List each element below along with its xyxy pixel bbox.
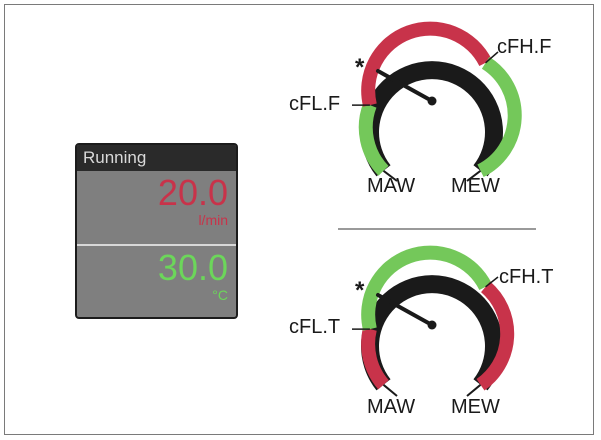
temp-right-leg (466, 384, 482, 397)
flow-unit: l/min (198, 212, 228, 228)
flow-needle (376, 69, 434, 103)
panel-divider (77, 244, 236, 246)
flow-low-label: cFL.F (289, 93, 341, 115)
flow-maw-label: MAW (367, 175, 416, 197)
status-header: Running (77, 145, 236, 171)
temp-high-tick (485, 276, 499, 288)
flow-gauge-high-band (477, 56, 522, 178)
flow-mew-label: MEW (451, 175, 500, 197)
temp-gauge-low-band (361, 327, 389, 390)
flow-left-leg (382, 170, 398, 182)
temp-low-label: cFL.T (289, 316, 341, 338)
flow-gauge-middle-band (361, 21, 492, 107)
temperature-unit: °C (212, 287, 228, 303)
temp-mew-label: MEW (451, 396, 500, 418)
flow-high-tick (485, 51, 499, 64)
flow-needle-hub (427, 96, 437, 106)
flow-high-label: cFH.F (497, 36, 552, 58)
temp-left-leg (382, 384, 398, 397)
flow-value: 20.0 (157, 172, 228, 213)
temp-needle-hub (427, 320, 437, 330)
temp-maw-label: MAW (367, 396, 416, 418)
flow-reading: 20.0 l/min (77, 171, 236, 244)
flow-marker: * (355, 54, 365, 81)
temp-needle (376, 293, 434, 327)
temperature-value: 30.0 (157, 247, 228, 288)
flow-right-leg (466, 170, 482, 182)
gauge-separator (338, 228, 536, 230)
temp-high-label: cFH.T (499, 266, 554, 288)
temp-gauge-high-band (476, 281, 515, 391)
temperature-reading: 30.0 °C (77, 246, 236, 317)
status-panel: Running 20.0 l/min 30.0 °C (75, 143, 238, 319)
temp-marker: * (355, 277, 365, 304)
flow-gauge-low-band (358, 102, 389, 176)
temp-gauge-middle-band (361, 245, 492, 331)
